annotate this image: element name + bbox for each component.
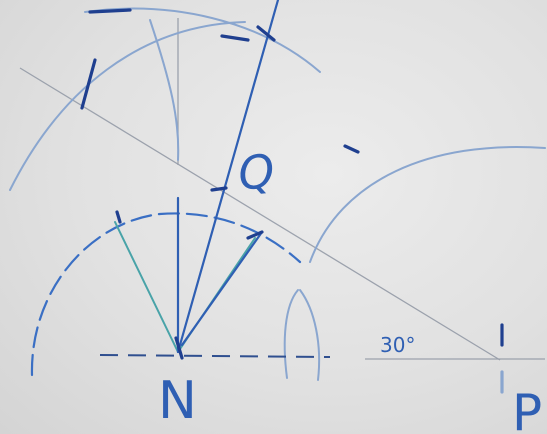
pencil-construction-lines: [19, 18, 545, 361]
intersection-marks: [80, 8, 504, 394]
mark-upper-middle-1: [220, 34, 250, 42]
mark-upper-middle-2: [256, 25, 276, 42]
teal-line-to-left-mark: [114, 221, 179, 353]
mark-upper-left: [80, 58, 97, 110]
label-n: N: [158, 371, 197, 431]
base-line: [99, 354, 331, 358]
mark-upper-top: [88, 8, 132, 14]
arc-through-q-upper: [149, 19, 180, 161]
mark-right-teal-end: [246, 230, 264, 240]
arc-centered-n: [30, 212, 302, 377]
arc-upper-right-sweep: [84, 7, 321, 73]
line-np-to-upper-left: [19, 67, 501, 361]
arc-small-baseline-right: [299, 289, 321, 381]
mark-q-point: [210, 186, 228, 192]
arc-small-baseline-left: [283, 289, 299, 379]
label-p: P: [512, 384, 542, 434]
ray-n-through-q: [176, 0, 280, 354]
mark-right-arc: [343, 144, 360, 154]
label-angle-30: 30°: [380, 333, 415, 357]
mark-n-point: [174, 336, 184, 360]
rays-from-n: [176, 0, 280, 354]
base-line-dashed: [99, 354, 331, 358]
construction-arcs: [9, 7, 546, 381]
mark-left-teal-end: [115, 210, 122, 224]
label-q: Q: [235, 143, 277, 200]
arc-upper-left-sweep: [9, 21, 246, 191]
arc-centered-p-large: [309, 146, 546, 263]
ray-n-to-right-mark: [180, 230, 264, 347]
teal-construction-lines: [114, 221, 256, 353]
